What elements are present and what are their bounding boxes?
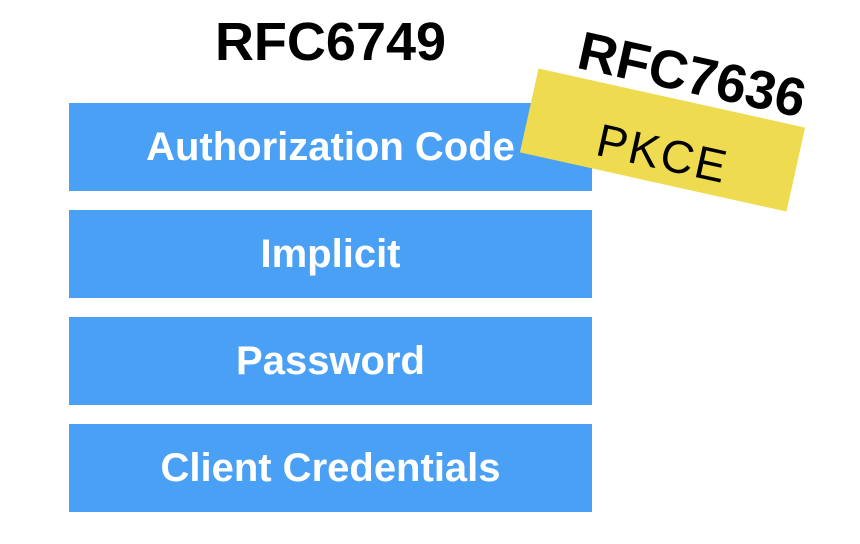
bar-password: Password	[69, 317, 592, 405]
grant-type-bars: Authorization Code Implicit Password Cli…	[69, 103, 592, 512]
bar-implicit: Implicit	[69, 210, 592, 298]
bar-implicit-label: Implicit	[260, 231, 401, 276]
bar-client-credentials: Client Credentials	[69, 424, 592, 512]
bar-authorization-code-label: Authorization Code	[146, 124, 515, 169]
bar-authorization-code: Authorization Code	[69, 103, 592, 191]
bar-password-label: Password	[236, 338, 425, 383]
rfc6749-title: RFC6749	[214, 12, 447, 72]
bar-client-credentials-label: Client Credentials	[160, 445, 501, 490]
pkce-sticker-label: PKCE	[591, 113, 734, 194]
